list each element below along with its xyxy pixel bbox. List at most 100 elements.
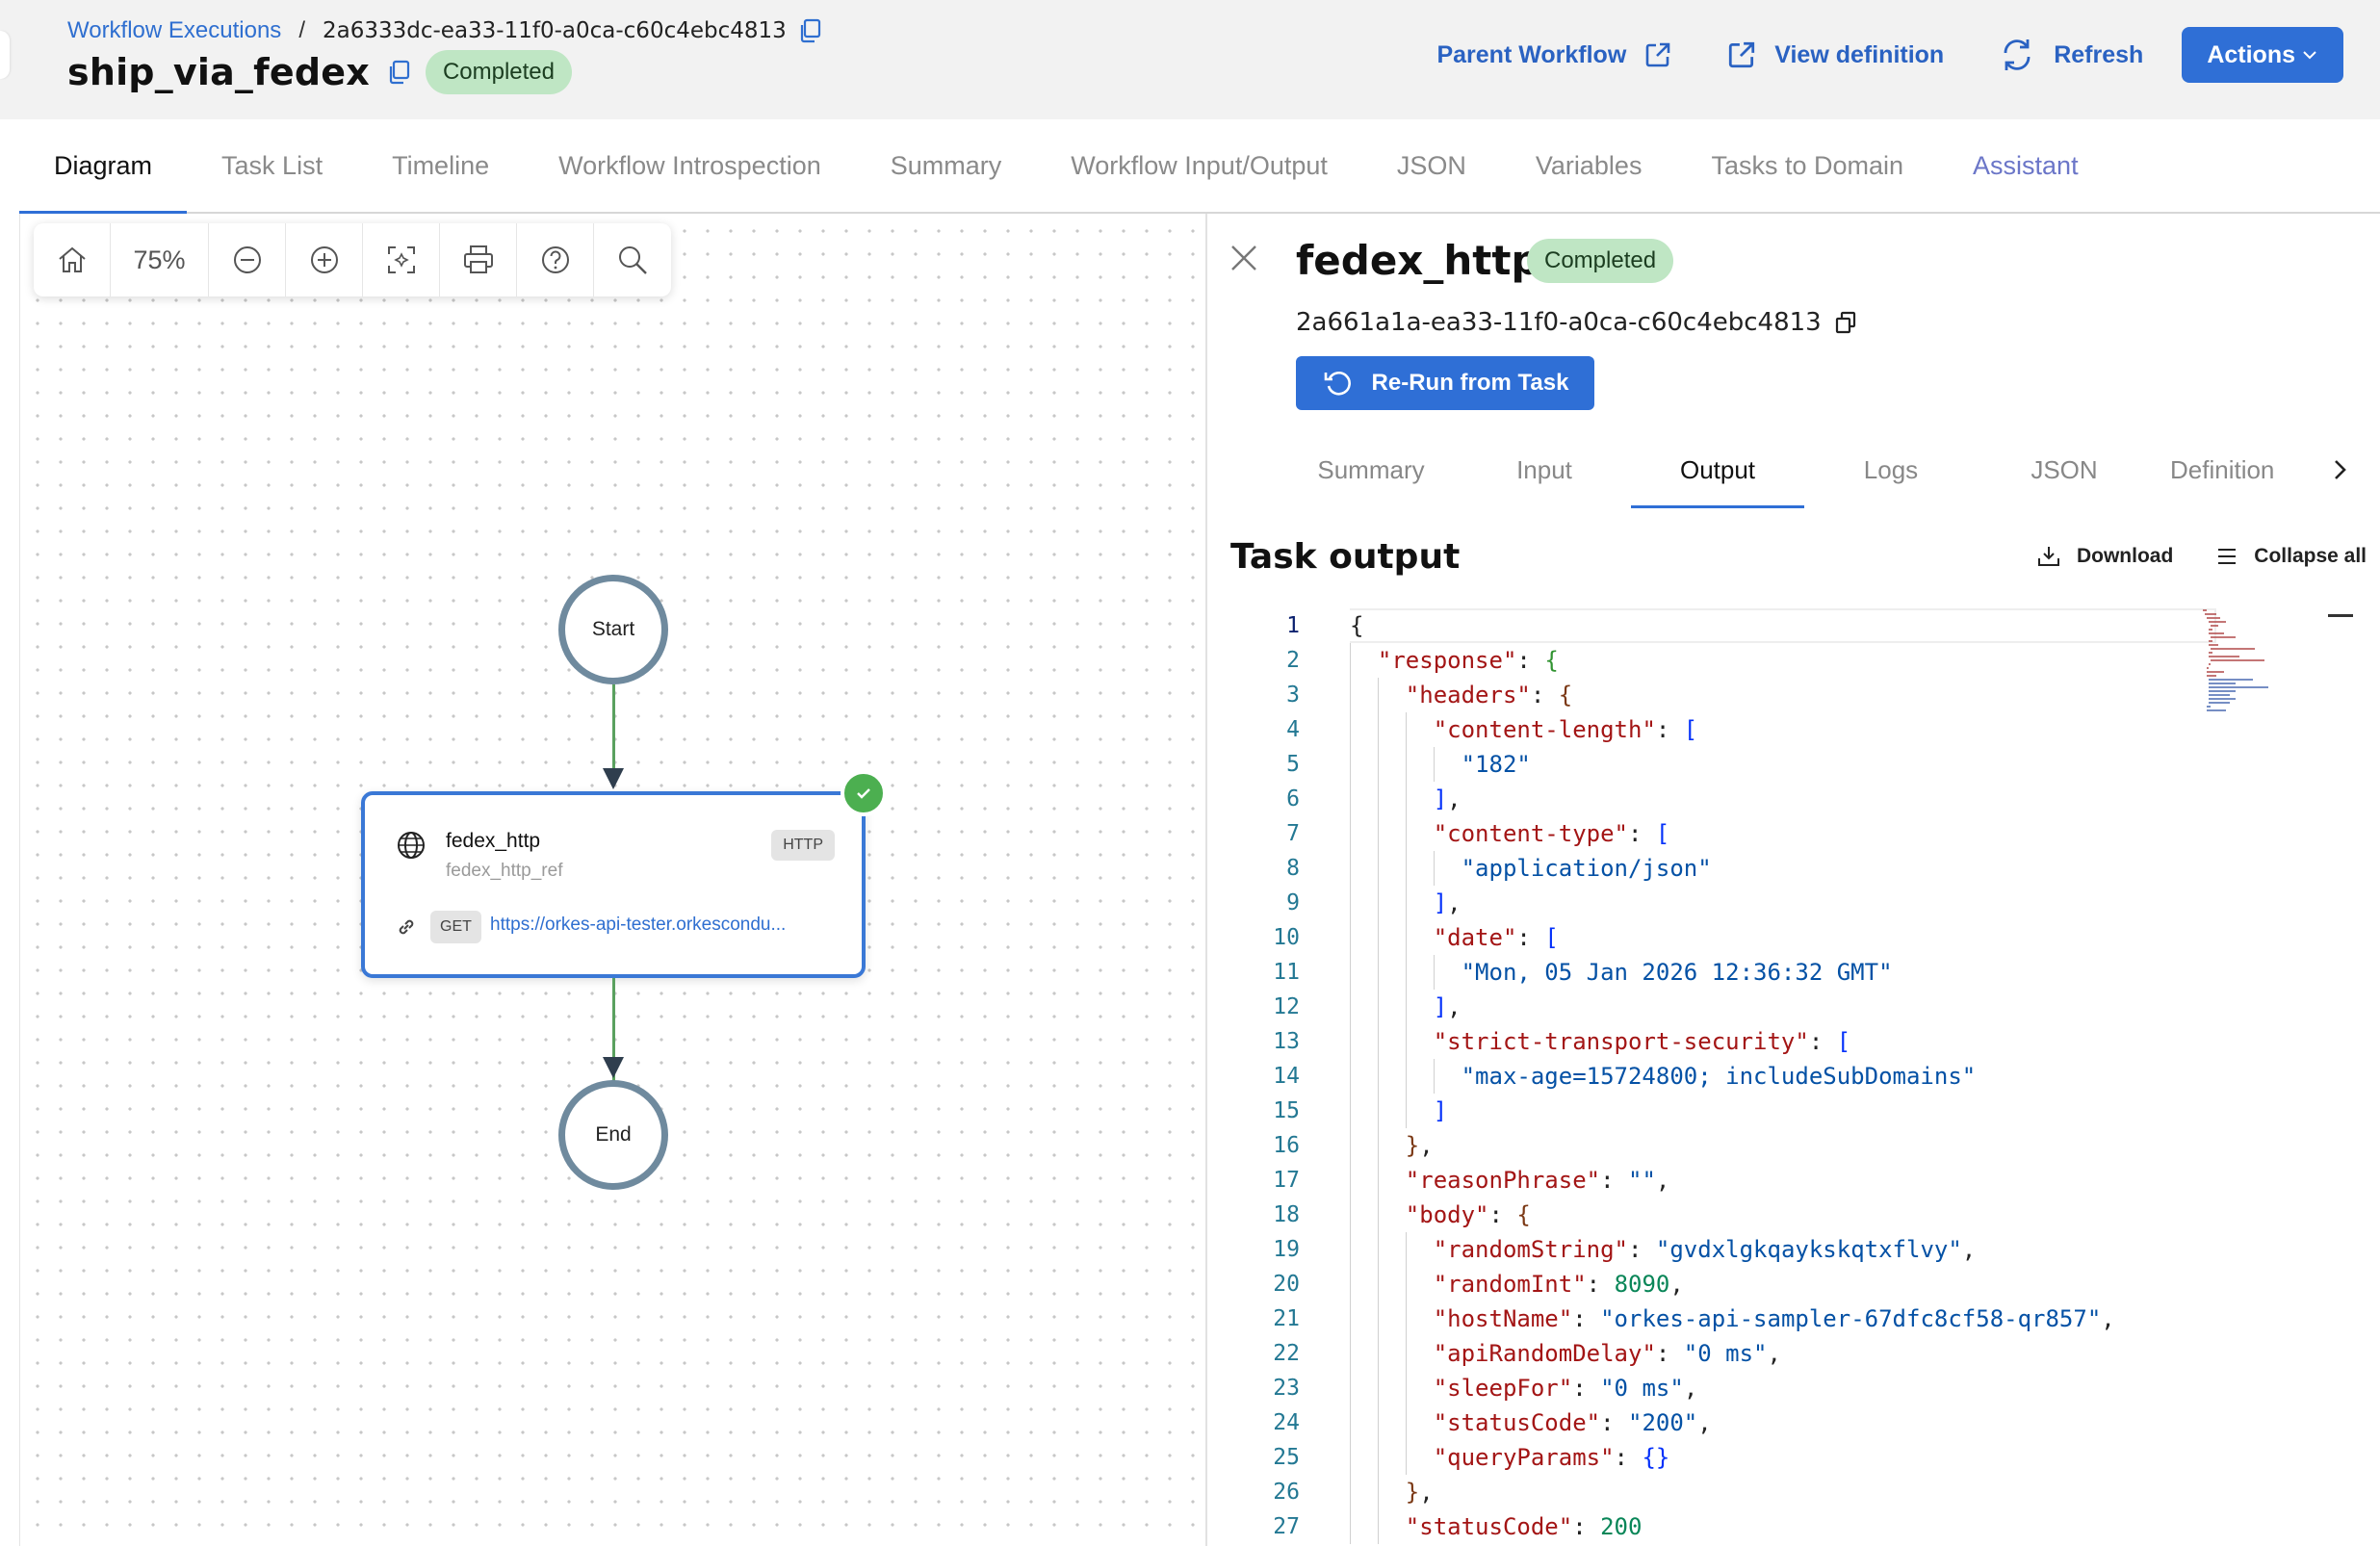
code-token: , bbox=[1767, 1340, 1781, 1367]
task-tab-definition[interactable]: Definition bbox=[2170, 455, 2275, 484]
indent-guide bbox=[1377, 1405, 1379, 1440]
canvas-toolbar: 75% bbox=[34, 223, 671, 296]
tab-task-list[interactable]: Task List bbox=[221, 150, 323, 180]
diagram-canvas[interactable]: 75% bbox=[19, 214, 1205, 1546]
indent-guide bbox=[1377, 1094, 1379, 1128]
code-token: : bbox=[1808, 1028, 1837, 1055]
task-tab-json[interactable]: JSON bbox=[2031, 455, 2098, 484]
indent-guide bbox=[1377, 1163, 1379, 1198]
parent-workflow-button[interactable]: Parent Workflow bbox=[1436, 40, 1672, 69]
indent-guide bbox=[1377, 1475, 1379, 1509]
task-tab-summary[interactable]: Summary bbox=[1317, 455, 1425, 484]
chevron-right-icon[interactable] bbox=[2328, 456, 2351, 483]
indent-guide bbox=[1405, 920, 1407, 955]
task-node-fedex-http[interactable]: fedex_http fedex_http_ref HTTP GET https… bbox=[361, 770, 887, 978]
indent-guide bbox=[1350, 851, 1351, 886]
refresh-button[interactable]: Refresh bbox=[1998, 36, 2143, 74]
code-token: ] bbox=[1433, 889, 1448, 916]
copy-icon[interactable] bbox=[387, 60, 412, 85]
http-method-badge: GET bbox=[430, 911, 481, 943]
indent-guide bbox=[1405, 816, 1407, 851]
globe-icon bbox=[396, 830, 427, 861]
download-button[interactable]: Download bbox=[2036, 544, 2173, 569]
json-output-editor[interactable]: 1{2 "response": {3 "headers": {4 "conten… bbox=[1207, 608, 2380, 1546]
code-token: {} bbox=[1642, 1444, 1670, 1471]
code-token: "date" bbox=[1433, 924, 1517, 951]
code-text: "reasonPhrase": "", bbox=[1350, 1163, 1670, 1198]
help-button[interactable] bbox=[517, 223, 594, 296]
code-line: 12 ], bbox=[1207, 990, 2380, 1024]
zoom-level: 75% bbox=[111, 223, 209, 296]
indent-guide bbox=[1377, 1198, 1379, 1232]
code-text: "queryParams": {} bbox=[1350, 1440, 1670, 1475]
tab-json[interactable]: JSON bbox=[1396, 150, 1466, 180]
edge-arrow-head bbox=[603, 768, 624, 789]
refresh-icon bbox=[1998, 36, 2036, 74]
zoom-out-button[interactable] bbox=[209, 223, 286, 296]
tab-diagram[interactable]: Diagram bbox=[19, 118, 188, 215]
close-icon[interactable] bbox=[1229, 243, 1259, 273]
fit-view-button[interactable] bbox=[363, 223, 440, 296]
copy-icon[interactable] bbox=[798, 18, 823, 43]
line-number: 14 bbox=[1273, 1064, 1300, 1089]
code-token: , bbox=[1447, 889, 1462, 916]
code-line: 8 "application/json" bbox=[1207, 851, 2380, 886]
download-icon bbox=[2036, 544, 2061, 569]
rerun-icon bbox=[1322, 367, 1355, 399]
indent-guide bbox=[1350, 920, 1351, 955]
tab-workflow-input-output[interactable]: Workflow Input/Output bbox=[1071, 150, 1328, 180]
tab-assistant[interactable]: Assistant bbox=[1973, 150, 2079, 180]
actions-button[interactable]: Actions bbox=[2182, 27, 2343, 83]
code-line: 26 }, bbox=[1207, 1475, 2380, 1509]
code-token: ] bbox=[1433, 993, 1448, 1020]
collapse-all-button[interactable]: Collapse all bbox=[2215, 545, 2367, 568]
code-token: "queryParams" bbox=[1433, 1444, 1615, 1471]
code-token: "sleepFor" bbox=[1433, 1375, 1573, 1402]
task-tab-output[interactable]: Output bbox=[1631, 431, 1804, 508]
chevron-down-icon bbox=[2301, 46, 2318, 64]
view-definition-label: View definition bbox=[1774, 40, 1945, 68]
indent-guide bbox=[1405, 1336, 1407, 1371]
tab-summary[interactable]: Summary bbox=[890, 150, 1002, 180]
code-line: 5 "182" bbox=[1207, 747, 2380, 782]
copy-icon[interactable] bbox=[1833, 310, 1858, 335]
task-tab-input[interactable]: Input bbox=[1516, 455, 1572, 484]
indent-guide bbox=[1350, 1128, 1351, 1163]
start-node[interactable]: Start bbox=[558, 575, 668, 684]
indent-guide bbox=[1350, 1405, 1351, 1440]
tab-workflow-introspection[interactable]: Workflow Introspection bbox=[558, 150, 821, 180]
tab-timeline[interactable]: Timeline bbox=[392, 150, 490, 180]
sidebar-toggle[interactable] bbox=[0, 31, 10, 79]
code-token: , bbox=[1669, 1271, 1684, 1298]
print-button[interactable] bbox=[440, 223, 517, 296]
indent-guide bbox=[1377, 1232, 1379, 1267]
end-node-label: End bbox=[595, 1123, 632, 1146]
end-node[interactable]: End bbox=[558, 1080, 668, 1190]
code-text: ], bbox=[1350, 886, 1462, 920]
link-icon bbox=[396, 916, 417, 938]
rerun-from-task-button[interactable]: Re-Run from Task bbox=[1296, 356, 1594, 410]
indent-guide bbox=[1433, 1059, 1435, 1094]
zoom-in-button[interactable] bbox=[286, 223, 363, 296]
editor-scroll-indicator[interactable] bbox=[2328, 614, 2353, 617]
code-token: } bbox=[1405, 1132, 1420, 1159]
code-text: "response": { bbox=[1350, 643, 1559, 678]
line-number: 5 bbox=[1286, 752, 1300, 777]
code-line: 14 "max-age=15724800; includeSubDomains" bbox=[1207, 1059, 2380, 1094]
home-button[interactable] bbox=[34, 223, 111, 296]
code-token: [ bbox=[1683, 716, 1698, 743]
indent-guide bbox=[1405, 1094, 1407, 1128]
editor-minimap[interactable] bbox=[2197, 608, 2303, 724]
tab-variables[interactable]: Variables bbox=[1535, 150, 1643, 180]
task-tab-logs[interactable]: Logs bbox=[1863, 455, 1919, 484]
breadcrumb-workflow-executions-link[interactable]: Workflow Executions bbox=[67, 17, 282, 43]
line-number: 25 bbox=[1273, 1445, 1300, 1470]
actions-label: Actions bbox=[2207, 40, 2295, 68]
search-button[interactable] bbox=[594, 223, 671, 296]
code-text: "max-age=15724800; includeSubDomains" bbox=[1350, 1059, 1977, 1094]
task-url-link[interactable]: https://orkes-api-tester.orkescondu... bbox=[490, 915, 787, 935]
code-token: "content-length" bbox=[1433, 716, 1656, 743]
tab-tasks-to-domain[interactable]: Tasks to Domain bbox=[1711, 150, 1904, 180]
view-definition-button[interactable]: View definition bbox=[1726, 39, 1944, 70]
indent-guide bbox=[1350, 1509, 1351, 1544]
